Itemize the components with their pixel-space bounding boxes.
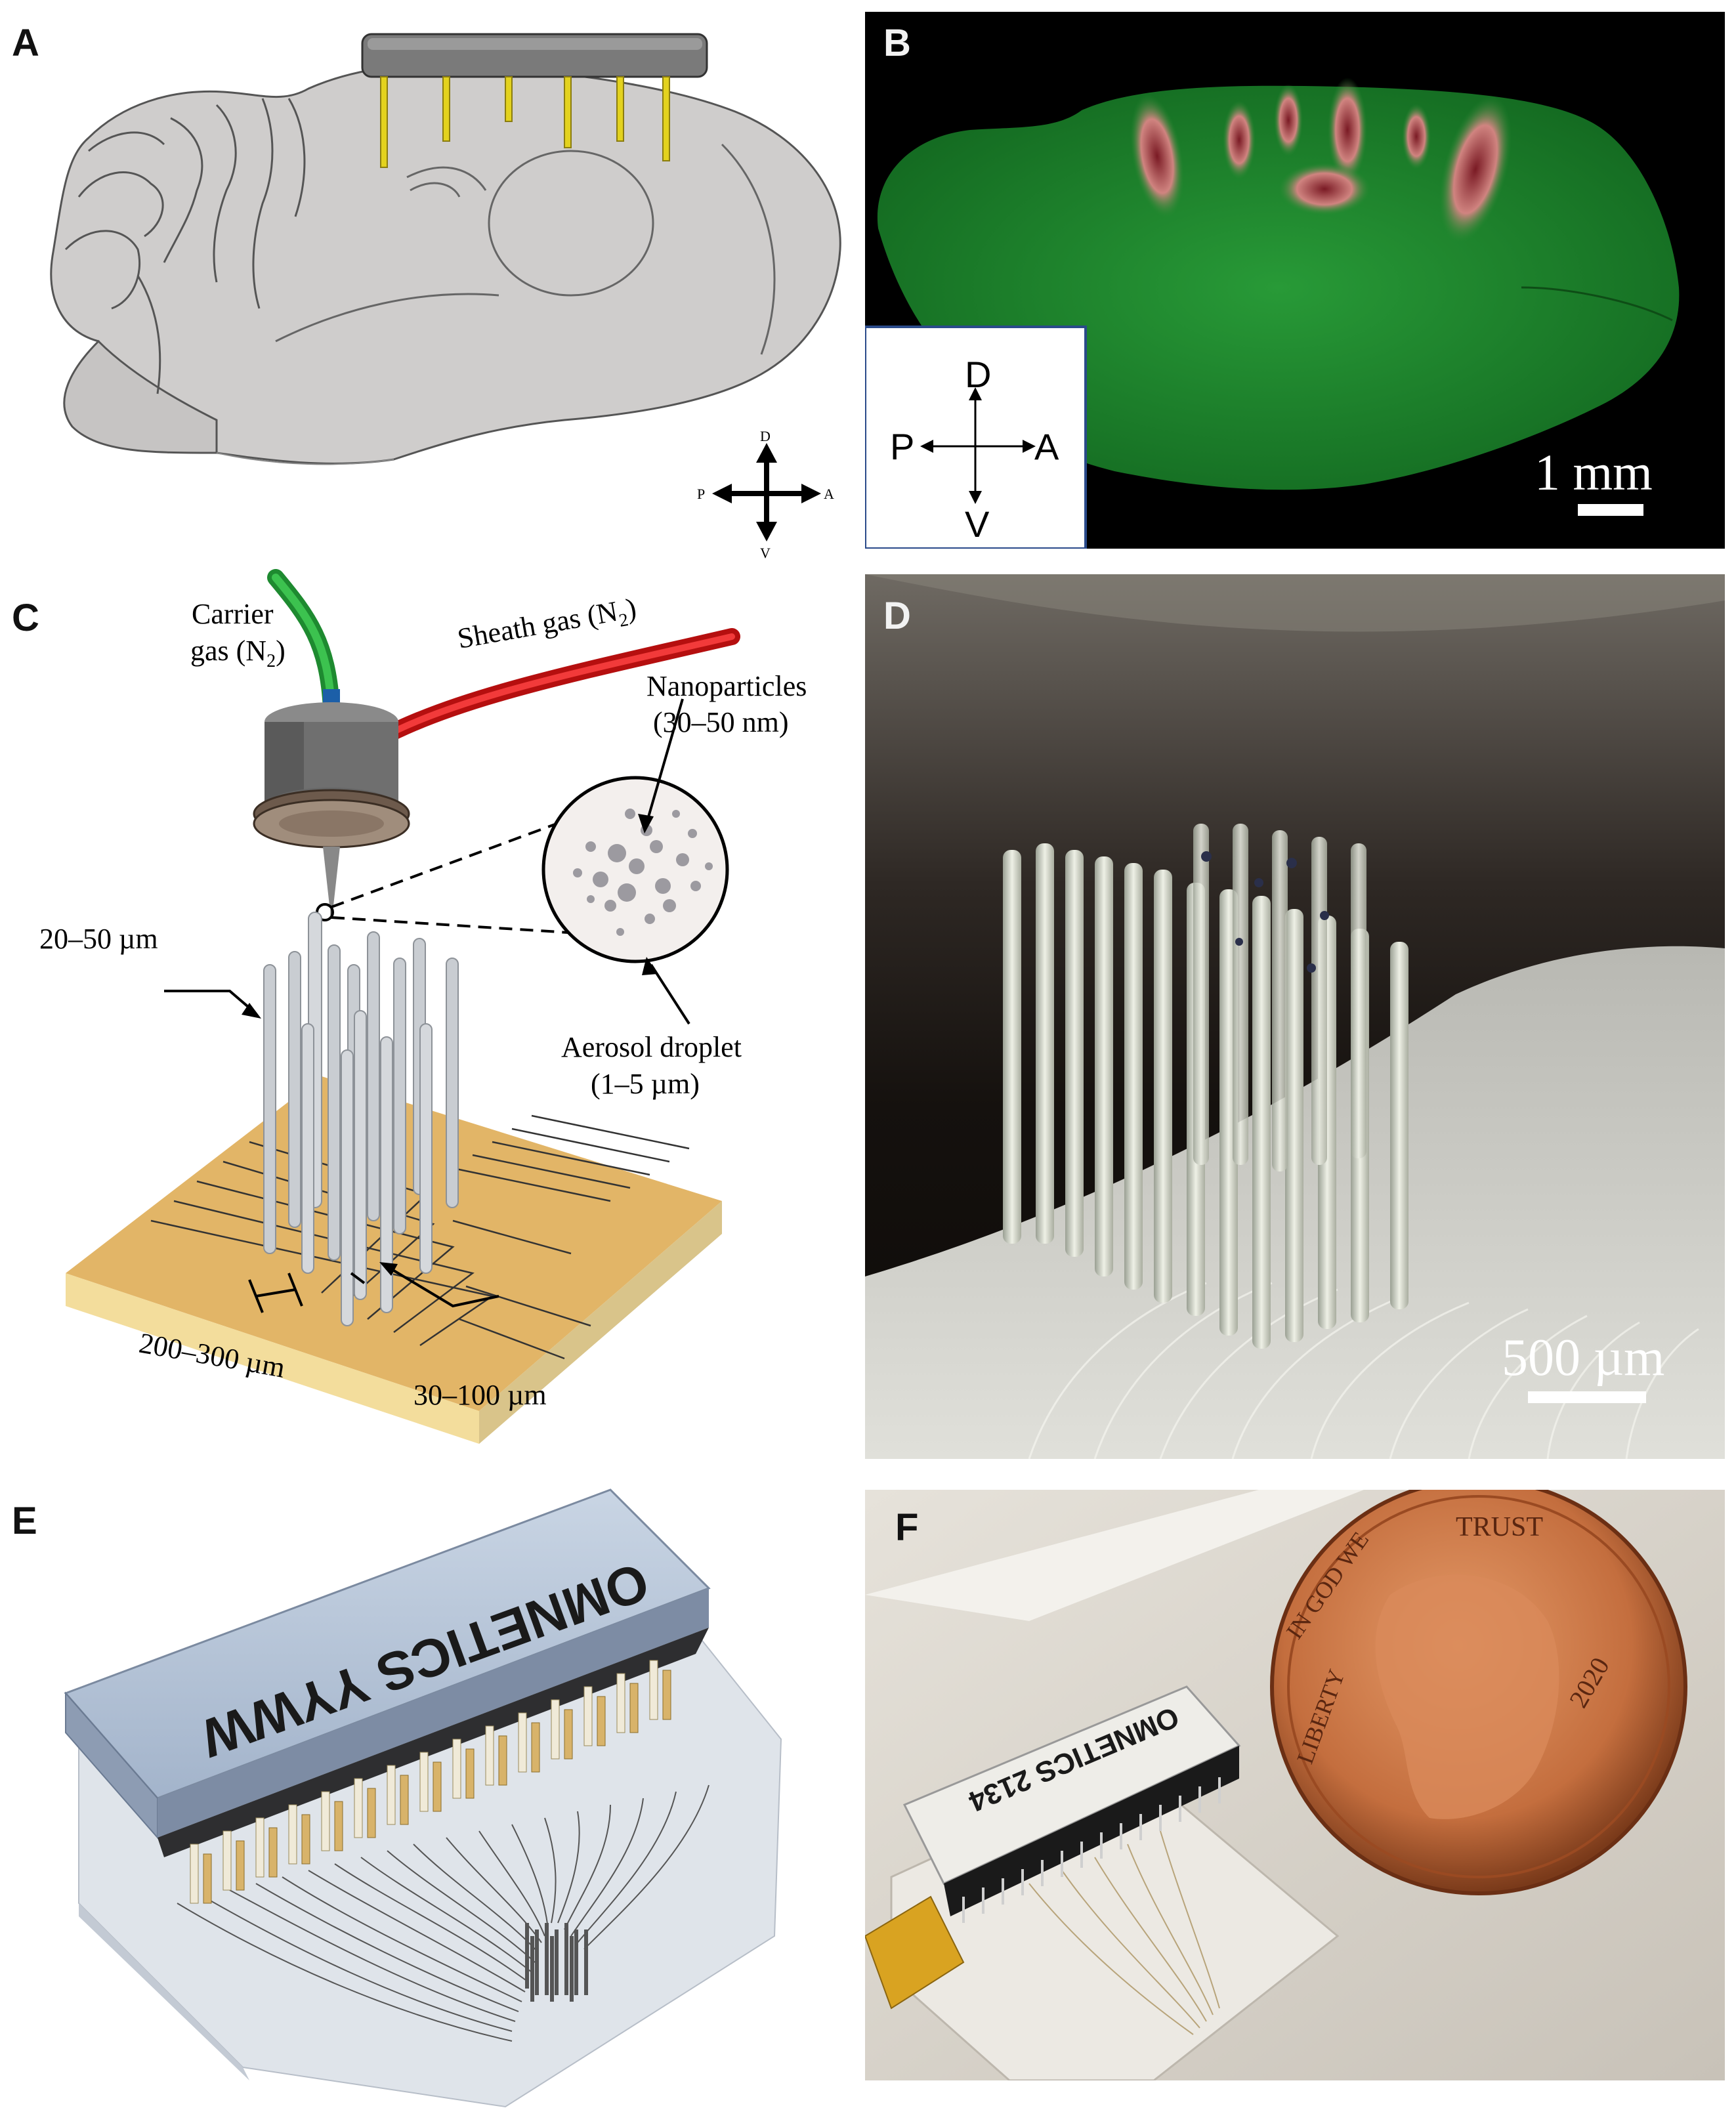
- panel-label-a: A: [12, 22, 39, 64]
- panel-f: TRUST IN GOD WE LIBERTY 2020: [865, 1490, 1725, 2080]
- compass-a-label: A: [1034, 426, 1059, 467]
- omnetics-connector-housing: [64, 1488, 711, 1857]
- electrode-cluster: [525, 1923, 588, 2002]
- carrier-gas-label: Carrier: [192, 598, 274, 630]
- substrate-block: [66, 1076, 722, 1444]
- floor-traces: [1028, 1282, 1699, 1459]
- pillar-array: [1003, 824, 1408, 1349]
- lincoln-portrait: [1375, 1574, 1559, 1819]
- brain-outline: [50, 62, 841, 465]
- fan-out-traces: [177, 1784, 709, 2042]
- compass-v-label: V: [965, 503, 990, 545]
- orientation-a-label: A: [824, 486, 834, 502]
- panel-label-f: F: [895, 1506, 919, 1549]
- compass-d-label: D: [965, 354, 991, 395]
- scale-bar: [1578, 504, 1643, 516]
- panel-a: A: [0, 0, 853, 564]
- micro-pillars: [263, 912, 459, 1326]
- scale-bar-label: 500 µm: [1502, 1329, 1664, 1387]
- panel-label-d: D: [883, 595, 911, 637]
- orientation-d-label: D: [760, 428, 771, 444]
- aerosol-size-label: (1–5 µm): [591, 1068, 700, 1100]
- connector-pins: [190, 1660, 671, 1904]
- nanoparticles-label: Nanoparticles: [646, 670, 807, 702]
- fluorescence-slice-image: D V P A 1 mm: [865, 77, 1680, 549]
- aerosol-droplet-label: Aerosol droplet: [561, 1031, 742, 1063]
- panel-b: D V P A 1 mm B: [865, 12, 1725, 549]
- panel-c: C: [0, 564, 853, 1464]
- printed-pillar-array-photo: 500 µm: [865, 574, 1725, 1459]
- scale-bar: [1528, 1391, 1646, 1403]
- print-head: [253, 702, 410, 919]
- panel-d: 500 µm D: [865, 574, 1725, 1459]
- panel-label-b: B: [883, 22, 911, 64]
- coin-trust-text: TRUST: [1456, 1512, 1543, 1542]
- tip-diameter-label: 20–50 µm: [39, 923, 158, 955]
- aerosol-jet-printing-diagram: Carrier gas (N2) Sheath gas (N2) Nanopar…: [39, 569, 807, 1444]
- nanoparticles-size-label: (30–50 nm): [653, 706, 789, 738]
- brain-lower-lobe: [63, 339, 218, 454]
- scale-bar-label: 1 mm: [1535, 444, 1653, 501]
- connector-with-penny-photo: TRUST IN GOD WE LIBERTY 2020: [865, 1490, 1725, 2080]
- omnetics-connector: [902, 1685, 1241, 1923]
- internal-structures: [275, 143, 776, 355]
- orientation-p-label: P: [697, 486, 705, 502]
- flex-ribbon: [865, 1490, 1364, 1621]
- carrier-gas-label-2: gas (N2): [190, 635, 286, 671]
- panel-e: E: [0, 1477, 853, 2108]
- cerebellum-folds: [64, 98, 306, 394]
- panel-label-e: E: [12, 1500, 37, 1542]
- electrode-lesion-tracks: [1130, 77, 1512, 243]
- gold-contact-tab: [865, 1895, 965, 2010]
- implanted-electrodes: [380, 76, 670, 168]
- connector-assembly-render: OMNETICS YYWW: [64, 1488, 782, 2108]
- panel-label-c: C: [12, 597, 39, 639]
- compass-p-label: P: [890, 426, 914, 467]
- brain-sagittal-diagram: D V P A: [50, 33, 841, 561]
- sheath-gas-label: Sheath gas (N2): [455, 592, 639, 660]
- orientation-cross: [712, 443, 821, 541]
- trace-width-label: 30–100 µm: [413, 1379, 547, 1411]
- compass-arrows: [925, 392, 1030, 499]
- orientation-v-label: V: [760, 545, 771, 561]
